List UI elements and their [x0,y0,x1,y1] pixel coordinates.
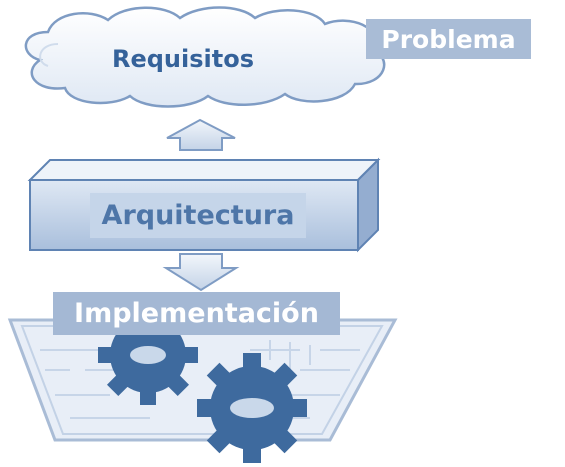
arquitectura-label: Arquitectura [90,193,306,238]
problema-label: Problema [366,19,531,59]
gear-icon [197,353,307,463]
requisitos-label: Requisitos [111,45,254,73]
up-arrow [166,118,236,151]
implementacion-label: Implementación [53,292,340,335]
down-arrow [162,253,240,292]
implementacion-platform [7,318,398,442]
